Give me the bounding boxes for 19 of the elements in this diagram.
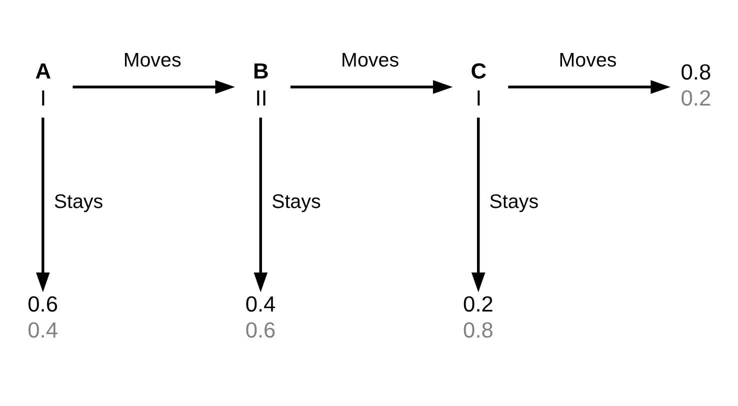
arrow (290, 80, 452, 94)
arrow (470, 118, 485, 292)
edge-label: Stays (271, 190, 320, 213)
edge-label: Moves (122, 50, 181, 72)
node-text: 0.4 0.6 (244, 291, 276, 343)
edge-label: Moves (558, 50, 616, 72)
edge-label: Stays (488, 190, 538, 213)
node-text: B II (252, 58, 268, 111)
node-text: 0.2 0.8 (462, 291, 493, 343)
arrow (72, 80, 234, 94)
arrow (508, 80, 670, 94)
node-text: 0.6 0.4 (27, 291, 58, 343)
arrow (36, 118, 50, 292)
node-text: 0.8 0.2 (680, 59, 711, 111)
arrow (253, 118, 268, 292)
node-text: A I (34, 58, 51, 111)
edge-label: Stays (53, 190, 103, 213)
edge-label: Moves (340, 50, 399, 72)
node-text: C I (470, 58, 486, 111)
